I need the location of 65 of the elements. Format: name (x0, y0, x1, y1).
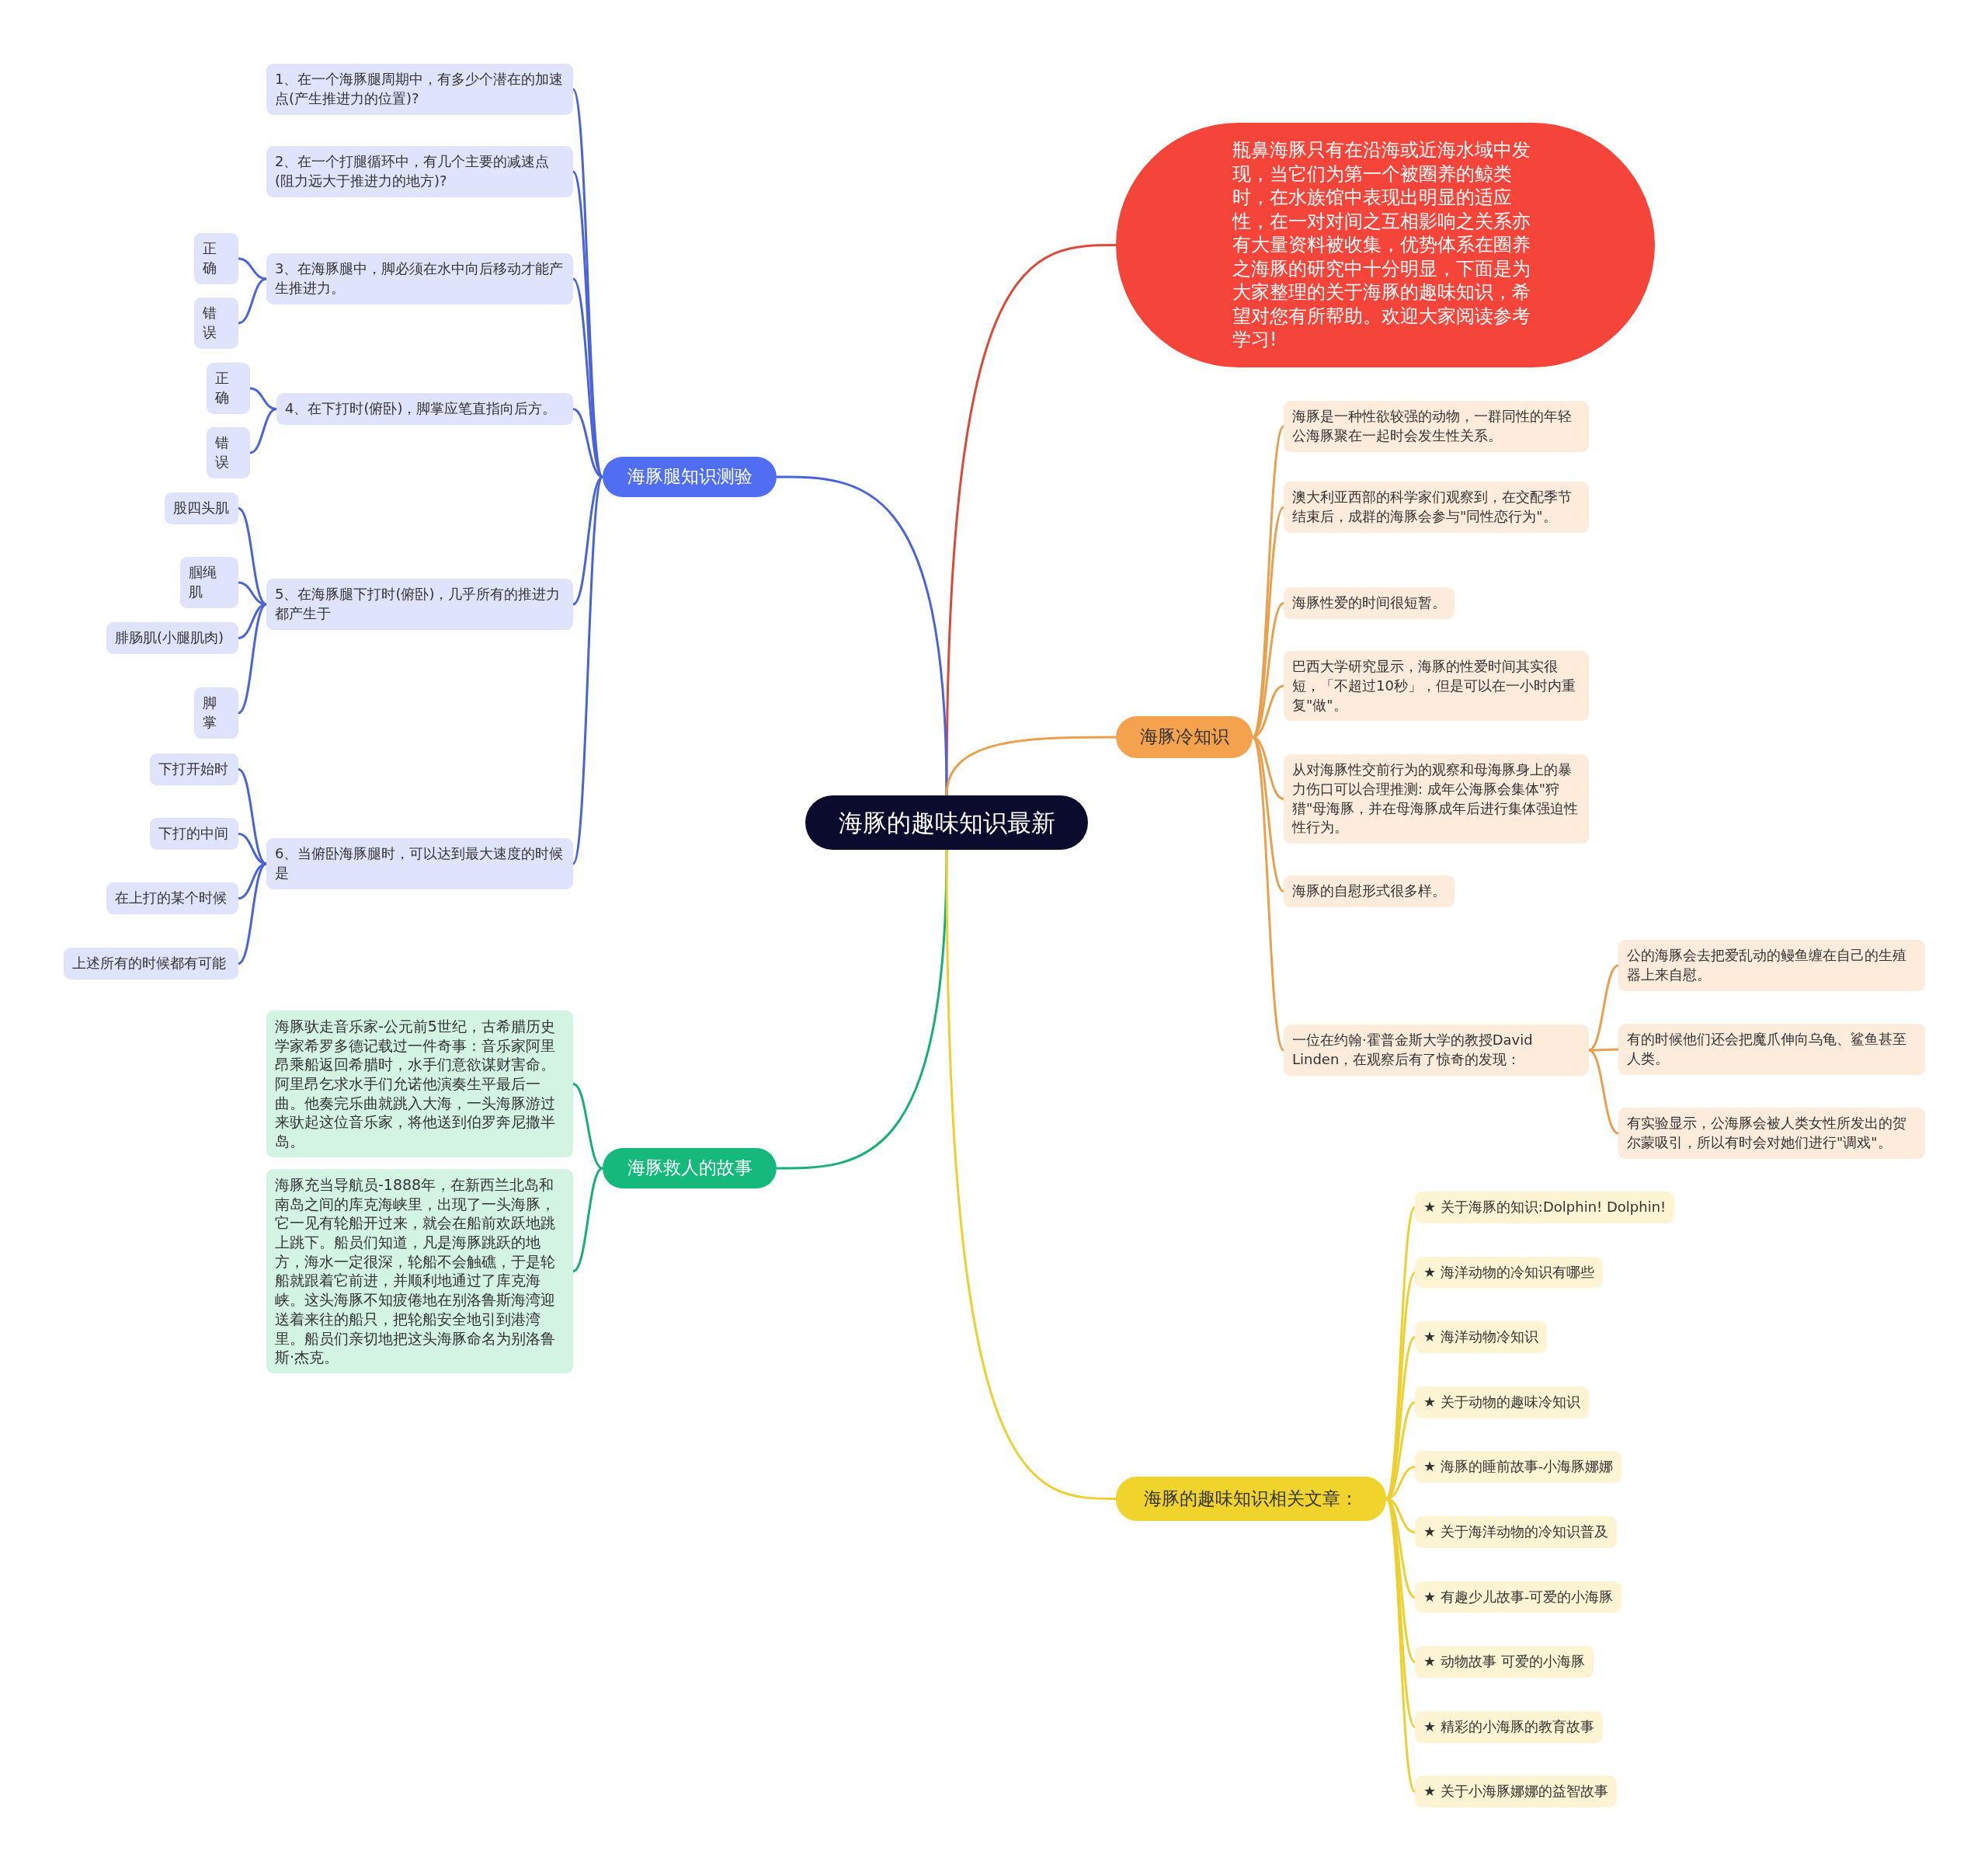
connector-line (249, 408, 277, 454)
branch-topic: 海豚的趣味知识相关文章： (1116, 1477, 1386, 1521)
connector-line (777, 475, 948, 796)
connector-line (945, 736, 1116, 796)
option-box: 正确 (194, 233, 238, 284)
connector-line (238, 833, 267, 865)
option-box: 腓肠肌(小腿肌肉) (106, 622, 238, 654)
fact-box: 海豚性爱的时间很短暂。 (1284, 587, 1455, 619)
option-box: 股四头肌 (165, 492, 238, 524)
connector-line (945, 850, 1117, 1500)
article-link-box: ★ 海豚的睡前故事-小海豚娜娜 (1415, 1451, 1622, 1484)
fact-box: 从对海豚性交前行为的观察和母海豚身上的暴力伤口可以合理推测: 成年公海豚会集体"狩猎"母海豚，并在母海豚成年后进行集体强迫性性行为。 (1284, 754, 1589, 844)
fact-box: 海豚是一种性欲较强的动物，一群同性的年轻公海豚聚在一起时会发生性关系。 (1284, 401, 1589, 452)
connector-line (572, 1083, 603, 1170)
option-box: 正确 (207, 363, 250, 414)
connector-line (1251, 506, 1285, 738)
fact-box: 巴西大学研究显示，海豚的性爱时间其实很短，「不超过10秒」，但是可以在一小时内重复"做"。 (1284, 651, 1589, 722)
connector-line (572, 171, 604, 478)
fact-box: 澳大利亚西部的科学家们观察到，在交配季节结束后，成群的海豚会参与"同性恋行为"。 (1284, 482, 1589, 533)
article-link-box: ★ 有趣少儿故事-可爱的小海豚 (1415, 1581, 1622, 1613)
article-link-box: ★ 关于海豚的知识:Dolphin! Dolphin! (1415, 1192, 1675, 1223)
connector-line (238, 257, 267, 280)
option-box: 上述所有的时候都有可能 (64, 948, 238, 979)
topic-box: 5、在海豚腿下打时(俯卧)，几乎所有的推进力都产生于 (266, 579, 573, 630)
connector-line (238, 862, 267, 965)
article-link-box: ★ 动物故事 可爱的小海豚 (1415, 1646, 1594, 1678)
branch-topic: 海豚冷知识 (1116, 716, 1253, 758)
connector-line (1589, 1048, 1618, 1052)
option-box: 在上打的某个时候 (106, 882, 238, 914)
option-box: 腘绳肌 (180, 557, 238, 608)
option-box: 脚掌 (194, 687, 238, 739)
option-box: 下打开始时 (150, 753, 238, 785)
connector-line (572, 1167, 603, 1272)
story-box: 海豚充当导航员-1888年，在新西兰北岛和南岛之间的库克海峡里，出现了一头海豚，它一见有轮船开过来，就会在船前欢跃地跳上跳下。船员们知道，凡是海豚跳跃的地方，海水一定很深，轮船不会触礁，于是轮船就跟着它前进，并顺利地通过了库克海峡。这头海豚不知疲倦地在别洛鲁斯海湾迎送着来往的船只，把轮船安全地引到港湾里。船员们亲切地把这头海豚命名为别洛鲁斯·杰克。 (266, 1169, 573, 1373)
intro-bubble: 瓶鼻海豚只有在沿海或近海水域中发现，当它们为第一个被圈养的鲸类时，在水族馆中表现出明显的适应性，在一对对间之互相影响之关系亦有大量资料被收集，优势体系在圈养之海豚的研究中十分明显，下面是为大家整理的关于海豚的趣味知识，希望对您有所帮助。欢迎大家阅读参考学习! (1116, 123, 1655, 367)
branch-topic: 海豚腿知识测验 (603, 457, 777, 497)
topic-box: 2、在一个打腿循环中，有几个主要的减速点(阻力远大于推进力的地方)? (266, 146, 573, 197)
article-link-box: ★ 关于动物的趣味冷知识 (1415, 1386, 1589, 1418)
connector-line (238, 277, 267, 325)
connector-line (572, 475, 603, 606)
connector-line (1251, 736, 1285, 1051)
topic-box: 3、在海豚腿中，脚必须在水中向后移动才能产生推进力。 (266, 253, 573, 304)
fact-box: 公的海豚会去把爱乱动的鳗鱼缠在自己的生殖器上来自慰。 (1618, 940, 1925, 991)
article-link-box: ★ 精彩的小海豚的教育故事 (1415, 1710, 1603, 1743)
fact-box: 海豚的自慰形式很多样。 (1284, 875, 1455, 907)
option-box: 下打的中间 (150, 818, 238, 850)
story-box: 海豚驮走音乐家-公元前5世纪，古希腊历史学家希罗多德记载过一件奇事：音乐家阿里昂乘船返回希腊时，水手们意欲谋财害命。阿里昂乞求水手们允诺他演奏生平最后一曲。他奏完乐曲就跳入大海，一头海豚游过来驮起这位音乐家，将他送到伯罗奔尼撒半岛。 (266, 1011, 573, 1157)
article-link-box: ★ 海洋动物的冷知识有哪些 (1415, 1256, 1603, 1289)
topic-box: 1、在一个海豚腿周期中，有多少个潜在的加速点(产生推进力的位置)? (266, 64, 573, 115)
article-link-box: ★ 海洋动物冷知识 (1415, 1321, 1547, 1353)
option-box: 错误 (207, 427, 250, 478)
branch-topic: 海豚救人的故事 (603, 1148, 777, 1188)
fact-box: 有的时候他们还会把魔爪伸向乌龟、鲨鱼甚至人类。 (1618, 1024, 1925, 1075)
topic-box: 6、当俯卧海豚腿时，可以达到最大速度的时候是 (266, 838, 573, 889)
fact-box: 一位在约翰·霍普金斯大学的教授David Linden，在观察后有了惊奇的发现： (1284, 1025, 1589, 1076)
topic-box: 4、在下打时(俯卧)，脚掌应笔直指向后方。 (276, 393, 573, 425)
connector-line (572, 476, 604, 865)
fact-box: 有实验显示，公海豚会被人类女性所发出的贺尔蒙吸引，所以有时会对她们进行"调戏"。 (1618, 1108, 1925, 1159)
option-box: 错误 (194, 298, 238, 349)
connector-line (777, 849, 948, 1170)
article-link-box: ★ 关于海洋动物的冷知识普及 (1415, 1516, 1617, 1548)
connector-line (1588, 1049, 1619, 1135)
central-topic: 海豚的趣味知识最新 (805, 795, 1088, 850)
connector-line (238, 603, 267, 715)
article-link-box: ★ 关于小海豚娜娜的益智故事 (1415, 1776, 1617, 1808)
